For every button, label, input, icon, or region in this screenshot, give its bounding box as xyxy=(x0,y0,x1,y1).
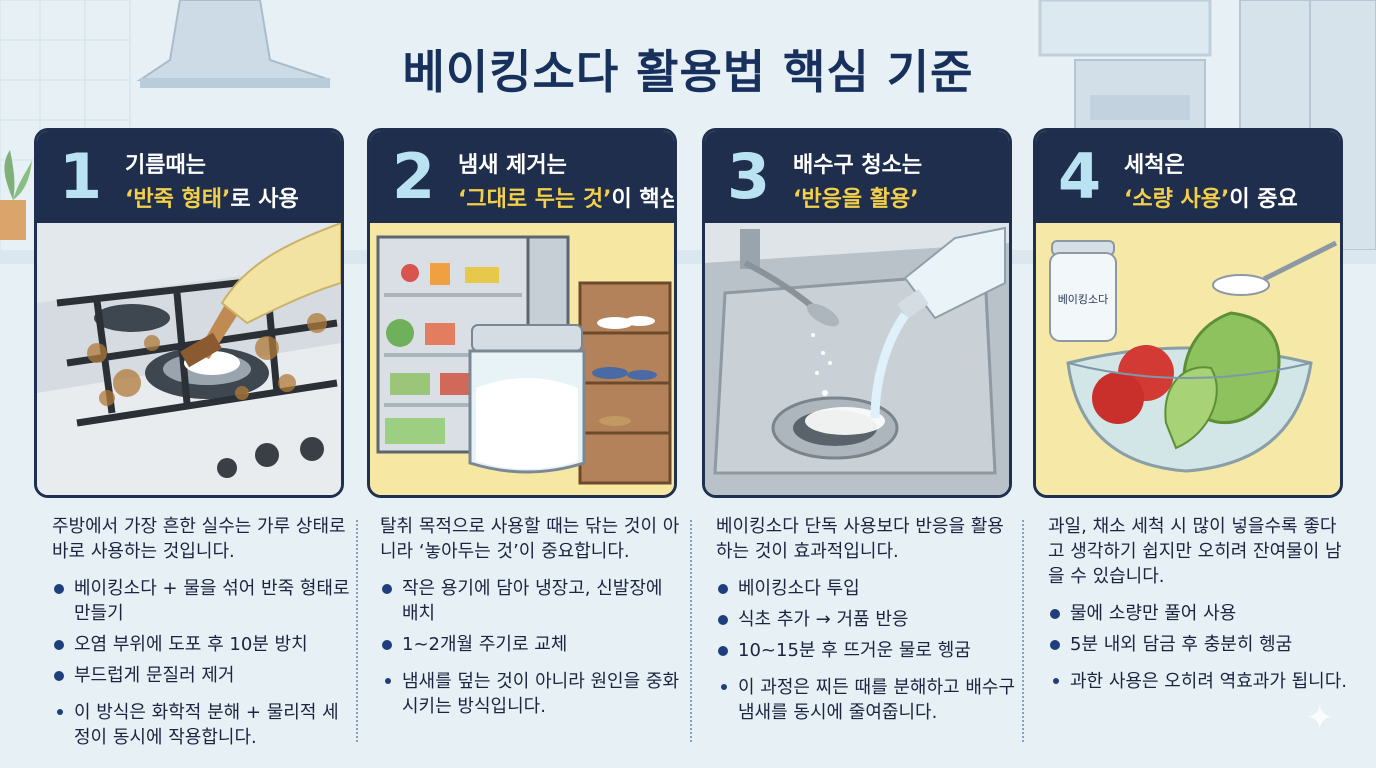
card-heading-line2: ‘반죽 형태’로 사용 xyxy=(125,181,299,213)
list-item: 1~2개월 주기로 교체 xyxy=(380,632,680,657)
bullet-list: 물에 소량만 풀어 사용 5분 내외 담금 후 충분히 헹굼 xyxy=(1048,601,1348,657)
card-heading-rest: 이 핵심 xyxy=(611,187,677,212)
card-number: 3 xyxy=(727,140,771,213)
card-heading-rest: 로 사용 xyxy=(230,187,299,212)
card-number: 2 xyxy=(392,140,436,213)
list-item: 베이킹소다 + 물을 섞어 반죽 형태로 만들기 xyxy=(52,576,352,626)
card-heading-line1: 배수구 청소는 xyxy=(793,153,923,178)
intro-text: 과일, 채소 세척 시 많이 넣을수록 좋다고 생각하기 쉽지만 오히려 잔여물… xyxy=(1048,516,1342,587)
card-heading-highlight: ‘반죽 형태’ xyxy=(125,187,231,212)
column-divider xyxy=(690,520,692,742)
card-heading-line2: ‘소량 사용’이 중요 xyxy=(1124,181,1298,213)
bullet-list: 베이킹소다 투입 식초 추가 → 거품 반응 10~15분 후 뜨거운 물로 헹… xyxy=(716,576,1016,663)
card-heading-line1: 냄새 제거는 xyxy=(458,153,567,178)
jar-label: 베이킹소다 xyxy=(1058,293,1109,306)
note-text: 냄새를 덮는 것이 아니라 원인을 중화시키는 방식입니다. xyxy=(380,669,680,719)
fridge-illustration xyxy=(370,223,674,495)
card-heading-line1: 세척은 xyxy=(1124,153,1185,178)
list-item: 작은 용기에 담아 냉장고, 신발장에 배치 xyxy=(380,576,680,626)
card-washing: 4 세척은 ‘소량 사용’이 중요 베이킹소다 xyxy=(1033,128,1343,498)
card-odor: 2 냄새 제거는 ‘그대로 두는 것’이 핵심 xyxy=(367,128,677,498)
column-divider xyxy=(1022,520,1024,742)
note-text: 이 과정은 찌든 때를 분해하고 배수구 냄새를 동시에 줄여줍니다. xyxy=(716,675,1016,725)
list-item: 베이킹소다 투입 xyxy=(716,576,1016,601)
page-title: 베이킹소다 활용법 핵심 기준 xyxy=(402,45,974,99)
intro-text: 베이킹소다 단독 사용보다 반응을 활용하는 것이 효과적입니다. xyxy=(716,516,1004,562)
list-item: 부드럽게 문질러 제거 xyxy=(52,663,352,688)
bowl-illustration: 베이킹소다 xyxy=(1036,223,1340,495)
list-item: 10~15분 후 뜨거운 물로 헹굼 xyxy=(716,638,1016,663)
column-grease-text: 주방에서 가장 흔한 실수는 가루 상태로 바로 사용하는 것입니다. 베이킹소… xyxy=(52,514,352,750)
column-washing-text: 과일, 채소 세척 시 많이 넣을수록 좋다고 생각하기 쉽지만 오히려 잔여물… xyxy=(1048,514,1348,694)
card-heading-highlight: ‘소량 사용’ xyxy=(1124,187,1230,212)
card-number: 4 xyxy=(1058,140,1102,213)
card-header: 3 배수구 청소는 ‘반응을 활용’ xyxy=(705,131,1009,223)
stove-illustration xyxy=(37,223,341,495)
column-drain-text: 베이킹소다 단독 사용보다 반응을 활용하는 것이 효과적입니다. 베이킹소다 … xyxy=(716,514,1016,725)
list-item: 물에 소량만 풀어 사용 xyxy=(1048,601,1348,626)
list-item: 오염 부위에 도포 후 10분 방치 xyxy=(52,632,352,657)
intro-text: 탈취 목적으로 사용할 때는 닦는 것이 아니라 ‘놓아두는 것’이 중요합니다… xyxy=(380,516,680,562)
card-heading-line1: 기름때는 xyxy=(125,153,206,178)
list-item: 식초 추가 → 거품 반응 xyxy=(716,607,1016,632)
list-item: 5분 내외 담금 후 충분히 헹굼 xyxy=(1048,632,1348,657)
bullet-list: 작은 용기에 담아 냉장고, 신발장에 배치 1~2개월 주기로 교체 xyxy=(380,576,680,657)
card-grease: 1 기름때는 ‘반죽 형태’로 사용 xyxy=(34,128,344,498)
sink-illustration xyxy=(705,223,1009,495)
card-heading-line2: ‘반응을 활용’ xyxy=(793,181,919,213)
intro-text: 주방에서 가장 흔한 실수는 가루 상태로 바로 사용하는 것입니다. xyxy=(52,516,346,562)
card-heading-line2: ‘그대로 두는 것’이 핵심 xyxy=(458,181,677,213)
card-heading-rest: 이 중요 xyxy=(1229,187,1298,212)
card-header: 1 기름때는 ‘반죽 형태’로 사용 xyxy=(37,131,341,223)
note-text: 이 방식은 화학적 분해 + 물리적 세정이 동시에 작용합니다. xyxy=(52,700,352,750)
card-drain: 3 배수구 청소는 ‘반응을 활용’ xyxy=(702,128,1012,498)
card-header: 4 세척은 ‘소량 사용’이 중요 xyxy=(1036,131,1340,223)
card-number: 1 xyxy=(59,140,103,213)
sparkle-icon: ✦ xyxy=(1305,698,1335,738)
card-header: 2 냄새 제거는 ‘그대로 두는 것’이 핵심 xyxy=(370,131,674,223)
card-heading-highlight: ‘그대로 두는 것’ xyxy=(458,187,612,212)
column-odor-text: 탈취 목적으로 사용할 때는 닦는 것이 아니라 ‘놓아두는 것’이 중요합니다… xyxy=(380,514,680,719)
note-text: 과한 사용은 오히려 역효과가 됩니다. xyxy=(1048,669,1348,694)
bullet-list: 베이킹소다 + 물을 섞어 반죽 형태로 만들기 오염 부위에 도포 후 10분… xyxy=(52,576,352,688)
card-heading-highlight: ‘반응을 활용’ xyxy=(793,187,919,212)
column-divider xyxy=(356,520,358,742)
